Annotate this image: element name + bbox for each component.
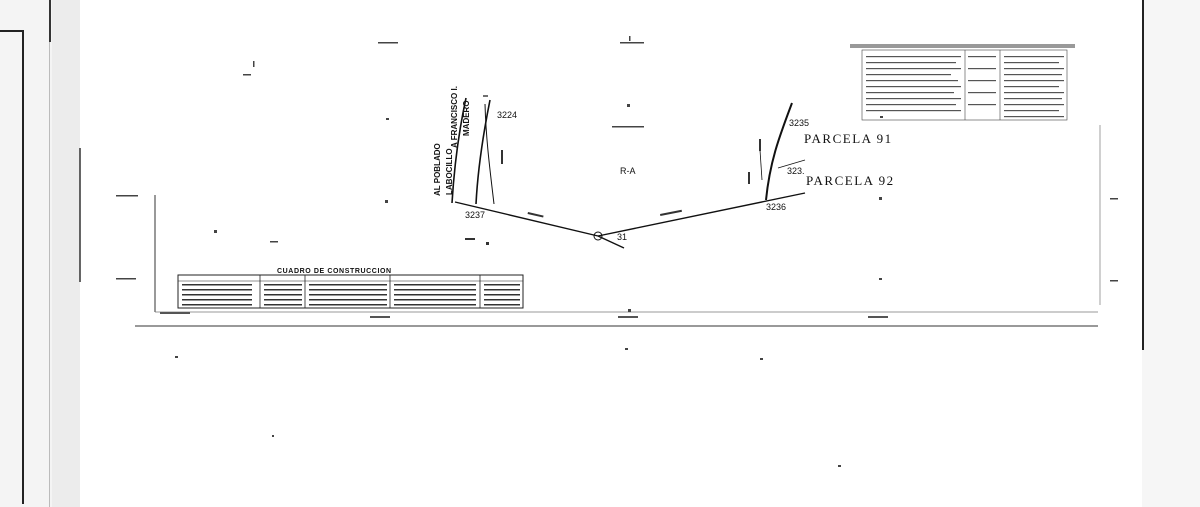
data-table-cells <box>866 56 1064 118</box>
right-edge-rule <box>1142 0 1144 350</box>
data-table-top-right <box>850 44 1075 121</box>
margin-rule-top <box>49 0 51 42</box>
construction-table: CUADRO DE CONSTRUCCION <box>177 268 524 309</box>
parcel-label-92: PARCELA 92 <box>806 173 895 188</box>
left-margin <box>0 0 52 507</box>
road-label-labocillo: LABOCILLO <box>445 148 454 195</box>
road-left <box>451 95 495 205</box>
construction-table-cells <box>182 284 520 306</box>
vertex-label-3224: 3224 <box>497 110 517 120</box>
axis-coordinates <box>160 312 888 318</box>
grid-ticks <box>116 36 1118 467</box>
vertex-label-323: 323. <box>787 166 805 176</box>
construction-table-title: CUADRO DE CONSTRUCCION <box>277 268 392 275</box>
dimension-marks <box>465 139 761 245</box>
road-label-francisco: A FRANCISCO I. <box>450 86 459 148</box>
vertex-label-3235: 3235 <box>789 118 809 128</box>
road-right <box>759 102 793 201</box>
boundary-lines <box>454 159 806 249</box>
binder-bracket <box>0 30 24 504</box>
zone-label: R-A <box>620 166 636 176</box>
parcel-label-91: PARCELA 91 <box>804 131 893 146</box>
road-label-madero: MADERO <box>462 100 471 136</box>
plan-frame <box>79 125 1101 327</box>
vertex-label-31: 31 <box>617 232 627 242</box>
vertex-label-3237: 3237 <box>465 210 485 220</box>
right-edge <box>1142 0 1200 507</box>
vertex-label-3236: 3236 <box>766 202 786 212</box>
margin-rule <box>49 0 50 507</box>
road-label-poblado: AL POBLADO <box>433 143 442 196</box>
